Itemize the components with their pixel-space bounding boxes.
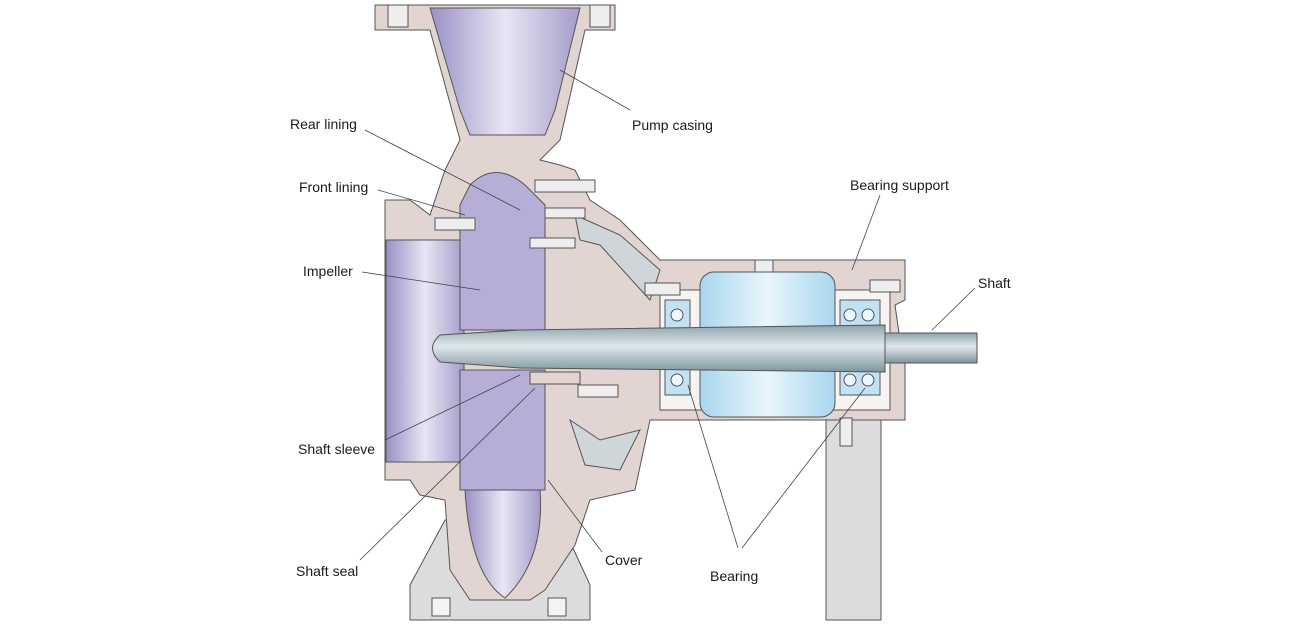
cover (574, 214, 661, 301)
volute-lower (464, 489, 542, 599)
bearing-ball (670, 308, 684, 322)
bolt (754, 259, 774, 273)
shaft-seal (529, 371, 581, 385)
support-leg (825, 414, 882, 621)
bearing-ball (861, 373, 875, 387)
bearing-ball (843, 308, 857, 322)
bearing-ball (670, 373, 684, 387)
leader-lines (359, 69, 976, 561)
impeller-lower (459, 369, 546, 491)
bolt (529, 237, 576, 249)
label-bearing-support: Bearing support (850, 177, 949, 193)
foot-hole (431, 597, 451, 617)
cover-lower (569, 418, 641, 471)
label-shaft-sleeve: Shaft sleeve (298, 441, 376, 457)
shaft-end (884, 332, 978, 364)
shaft (432, 324, 886, 373)
bearing-ball (843, 373, 857, 387)
impeller (459, 172, 546, 331)
label-bearing: Bearing (710, 568, 759, 584)
flange-lug (589, 4, 611, 28)
label-shaft: Shaft (978, 275, 1011, 291)
bolt (434, 217, 476, 231)
bearing-ball (861, 308, 875, 322)
bolt (544, 207, 586, 219)
label-cover: Cover (605, 552, 643, 568)
bolt (577, 384, 619, 398)
label-shaft-seal: Shaft seal (296, 563, 359, 579)
foot-hole (547, 597, 567, 617)
bolt (534, 179, 596, 193)
label-rear-lining: Rear lining (290, 116, 357, 132)
bolt (644, 282, 681, 296)
bolt (869, 279, 901, 293)
bolt (839, 417, 853, 447)
label-impeller: Impeller (303, 263, 353, 279)
discharge-nozzle (429, 7, 581, 136)
flange-lug (387, 4, 409, 28)
label-front-lining: Front lining (299, 179, 369, 195)
label-pump-casing: Pump casing (632, 117, 713, 133)
